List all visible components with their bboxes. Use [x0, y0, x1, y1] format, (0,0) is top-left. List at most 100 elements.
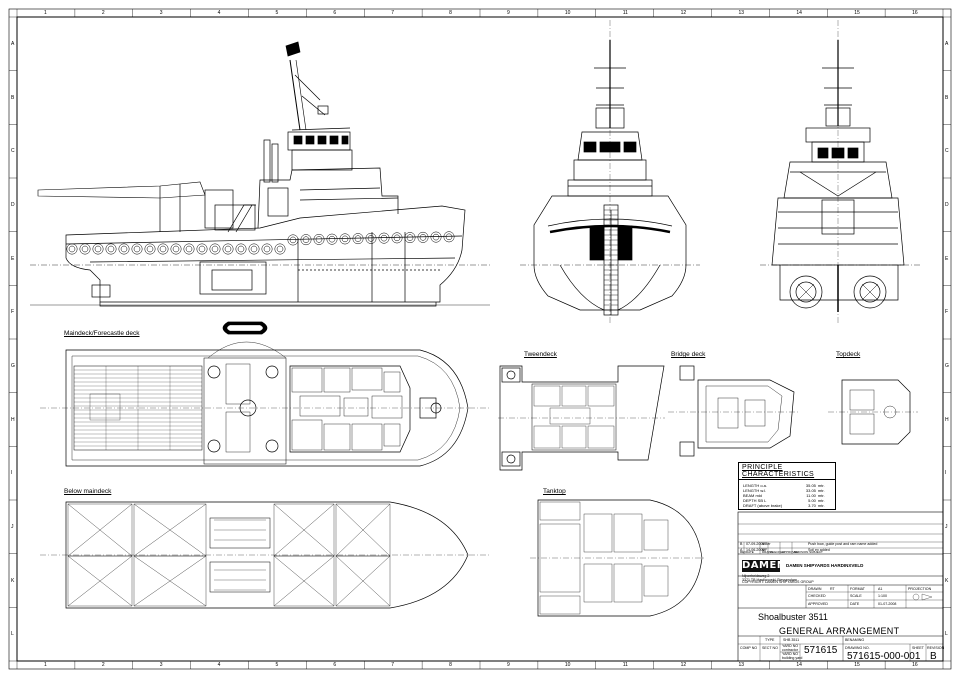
title-block [737, 511, 944, 662]
fender [170, 243, 182, 255]
principle-characteristics: PRINCIPLE CHARACTERISTICS LENGTH o.a.35.… [738, 462, 836, 510]
fender [248, 243, 260, 255]
maindeck-label: Maindeck/Forecastle deck [64, 330, 140, 337]
room [539, 595, 581, 615]
room [539, 523, 581, 593]
drawing-number: 571615-000-001 [847, 651, 921, 662]
yard-number: 571615 [804, 645, 838, 656]
principle-value: 11.00 [806, 493, 816, 498]
tank-diagonal [67, 503, 133, 557]
tank [67, 555, 133, 607]
principle-value: 33.05 [805, 488, 816, 493]
fender [196, 243, 208, 255]
grid-row-label: H [11, 416, 15, 423]
room [299, 395, 341, 417]
fender [274, 243, 286, 255]
room [643, 565, 669, 597]
revision-header: REV [740, 549, 747, 554]
grid-row-label: A [945, 40, 949, 47]
projection-label: PROJECTION [908, 587, 932, 591]
drawing-title: GENERAL ARRANGEMENT [779, 626, 900, 636]
tank-diagonal [67, 555, 133, 607]
principle-title: PRINCIPLE CHARACTERISTICS [739, 463, 835, 480]
grid-row-label: A [11, 40, 15, 47]
grid-row-label: K [11, 577, 15, 584]
fender [79, 243, 91, 255]
room [583, 563, 613, 603]
sect-no-label: SECT NO [762, 646, 778, 650]
fender [352, 233, 364, 245]
grid-column-label: 7 [391, 662, 394, 668]
grid-column-label: 15 [854, 10, 860, 16]
fender [261, 243, 273, 255]
grid-column-label: 7 [391, 10, 394, 16]
fender-inner [250, 245, 258, 253]
fender-inner [432, 233, 440, 241]
room [533, 385, 561, 407]
grid-column-label: 16 [912, 662, 918, 668]
date-value: 01-07-2008 [878, 602, 897, 606]
room [613, 513, 643, 553]
grid-column-label: 1 [43, 662, 47, 668]
revision-header: CHECKED [770, 549, 785, 554]
principle-key: LENGTH o.a. [743, 483, 768, 488]
grid-column-label: 8 [449, 10, 452, 16]
bridge-deck-label: Bridge deck [671, 351, 706, 358]
fender-inner [354, 235, 362, 242]
revision-label: REVISION [927, 646, 945, 650]
tank-diagonal [335, 503, 391, 557]
maindeck-plan [40, 321, 490, 467]
fender [222, 243, 234, 255]
grid-column-label: 4 [217, 662, 221, 668]
below-maindeck-plan [40, 501, 490, 609]
room [291, 367, 323, 393]
fender [66, 243, 78, 255]
grid-row-label: C [945, 148, 949, 155]
grid-row-label: J [945, 523, 948, 530]
fender [209, 243, 221, 255]
grid-row-label: E [945, 255, 949, 262]
grid-column-label: 12 [680, 662, 687, 668]
fender [92, 243, 104, 255]
fender [157, 243, 169, 255]
fender [300, 234, 312, 246]
yard-no2-label: YARD NO [782, 652, 799, 656]
fender [404, 232, 416, 244]
grid-ticks [9, 9, 951, 669]
fender [326, 233, 338, 245]
grid-column-label: 10 [564, 662, 571, 668]
tweendeck-label: Tweendeck [524, 351, 557, 358]
yard-no-label: YARD NO [782, 644, 799, 648]
sheet-label: SHEET [912, 646, 924, 650]
date-label: DATE [850, 602, 860, 606]
checked-label: CHECKED [808, 594, 826, 598]
room [291, 419, 323, 451]
fender-inner [289, 236, 297, 244]
grid-row-label: L [945, 631, 948, 638]
principle-value: 5.00 [808, 498, 816, 503]
aft-view [760, 20, 920, 325]
revision-header: REVISION SUBJECT [794, 549, 823, 554]
room [587, 425, 615, 449]
address-line: 3371 TB Hardinxveld-Giessendam [742, 578, 797, 582]
revision-author: MF [762, 548, 768, 552]
yard-no2-block: YARD NO building yard [782, 652, 802, 660]
fender-inner [159, 245, 167, 253]
fender [313, 233, 325, 245]
room [343, 397, 369, 417]
grid-column-label: 15 [854, 662, 860, 668]
outer-border [8, 8, 952, 670]
grid-row-label: D [11, 201, 15, 208]
fender-inner [146, 245, 154, 253]
company-name: DAMEN SHIPYARDS HARDINXVELD [786, 563, 864, 568]
revision-subject: Push bow, guide post and ram name added [808, 542, 878, 546]
grid-row-label: G [11, 362, 15, 369]
grid-row-label: K [945, 577, 949, 584]
fender [378, 232, 390, 244]
fender-inner [94, 245, 102, 253]
drawn-by: RT [830, 587, 835, 591]
drawing-no-label: DRAWING NO. [845, 646, 870, 650]
